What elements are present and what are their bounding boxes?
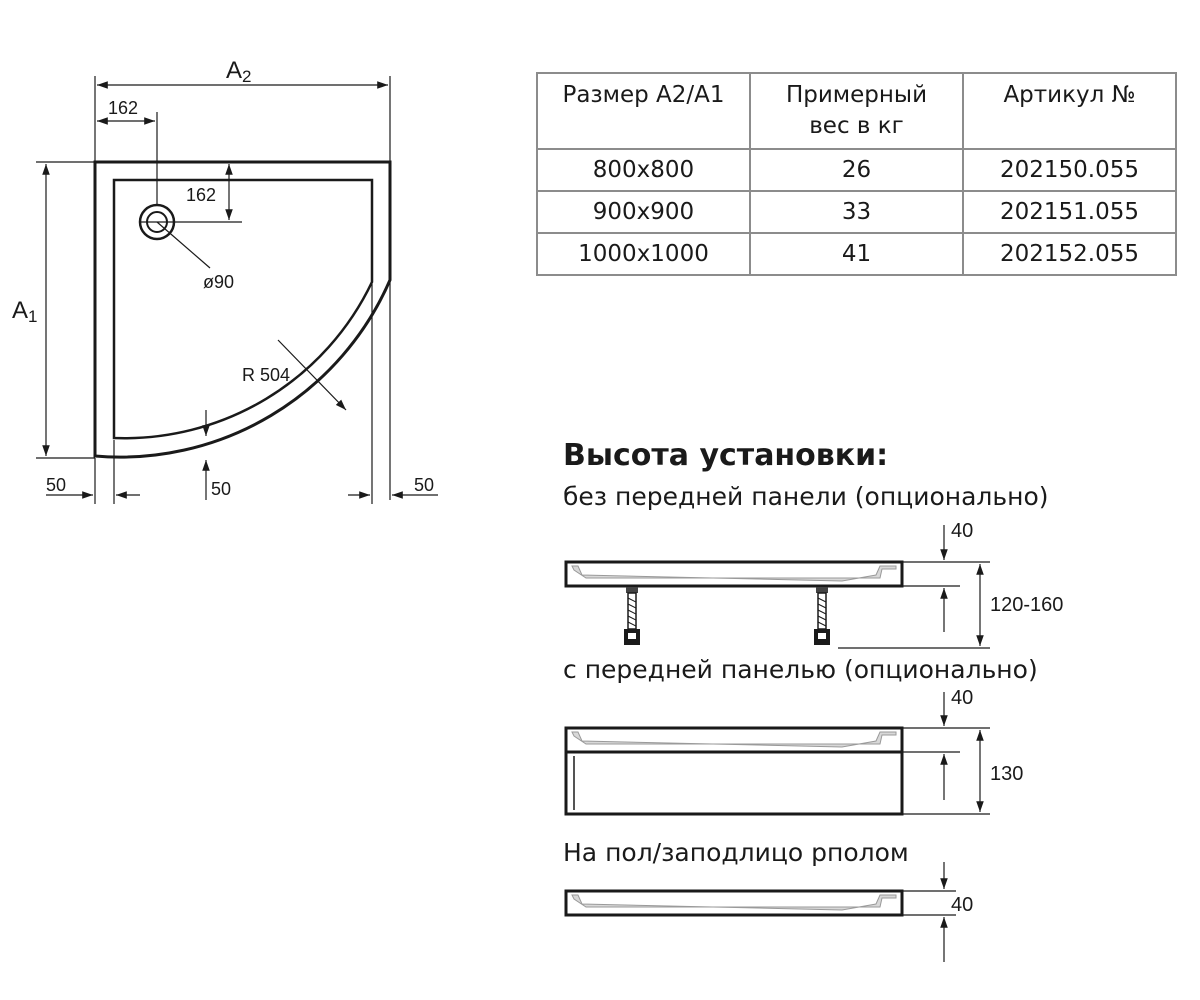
width-label: A2 [226,57,251,86]
rim-bottom-label: 50 [211,479,231,499]
drain-icon [138,203,211,269]
drain-offset-x-dimension [97,112,158,205]
profile-with-panel: 40 130 [564,687,1023,816]
drain-diameter-label: ø90 [203,272,234,292]
cell-size: 900x900 [536,190,751,234]
radius-leader [277,339,347,411]
table-row: 900x900 33 202151.055 [536,190,1177,234]
profile-with-panel-total-dim: 130 [990,763,1023,785]
profile-no-panel-total-dim: 120-160 [990,594,1063,616]
table-row: 800x800 26 202150.055 [536,148,1177,192]
support-leg [814,587,830,645]
tray-plan-view: A2 162 162 ø90 R 504 A1 50 50 50 [12,57,438,504]
rim-left-label: 50 [46,475,66,495]
installation-title: Высота установки: [563,438,889,473]
profile-with-panel-top-dim: 40 [951,687,973,709]
profile-floor-top-dim: 40 [951,894,973,916]
cell-weight: 26 [749,148,964,192]
drain-offset-y-label: 162 [186,185,216,205]
header-article: Артикул № [962,72,1177,150]
cell-article: 202151.055 [962,190,1177,234]
height-label: A1 [12,297,37,326]
drain-offset-x-label: 162 [108,98,138,118]
header-size: Размер А2/А1 [536,72,751,150]
profile-no-panel: 40 120-160 [564,520,1063,649]
width-dimension [94,76,391,500]
radius-label: R 504 [242,365,290,385]
profile-floor: 40 [564,862,973,962]
rim-left-dimension [46,440,140,504]
profile-no-panel-top-dim: 40 [951,520,973,542]
rim-right-label: 50 [414,475,434,495]
option-label-no-panel: без передней панели (опционально) [563,482,1049,511]
option-label-floor: На пол/заподлицо рполом [563,838,909,867]
cell-weight: 33 [749,190,964,234]
rim-right-dimension [348,284,438,504]
cell-article: 202150.055 [962,148,1177,192]
tray-outline [93,160,392,459]
table-row: 1000x1000 41 202152.055 [536,232,1177,276]
cell-size: 1000x1000 [536,232,751,276]
cell-weight: 41 [749,232,964,276]
support-leg [624,587,640,645]
option-label-with-panel: с передней панелью (опционально) [563,655,1038,684]
height-dimension [36,161,95,459]
drain-offset-y-dimension [140,164,242,223]
cell-article: 202152.055 [962,232,1177,276]
cell-size: 800x800 [536,148,751,192]
